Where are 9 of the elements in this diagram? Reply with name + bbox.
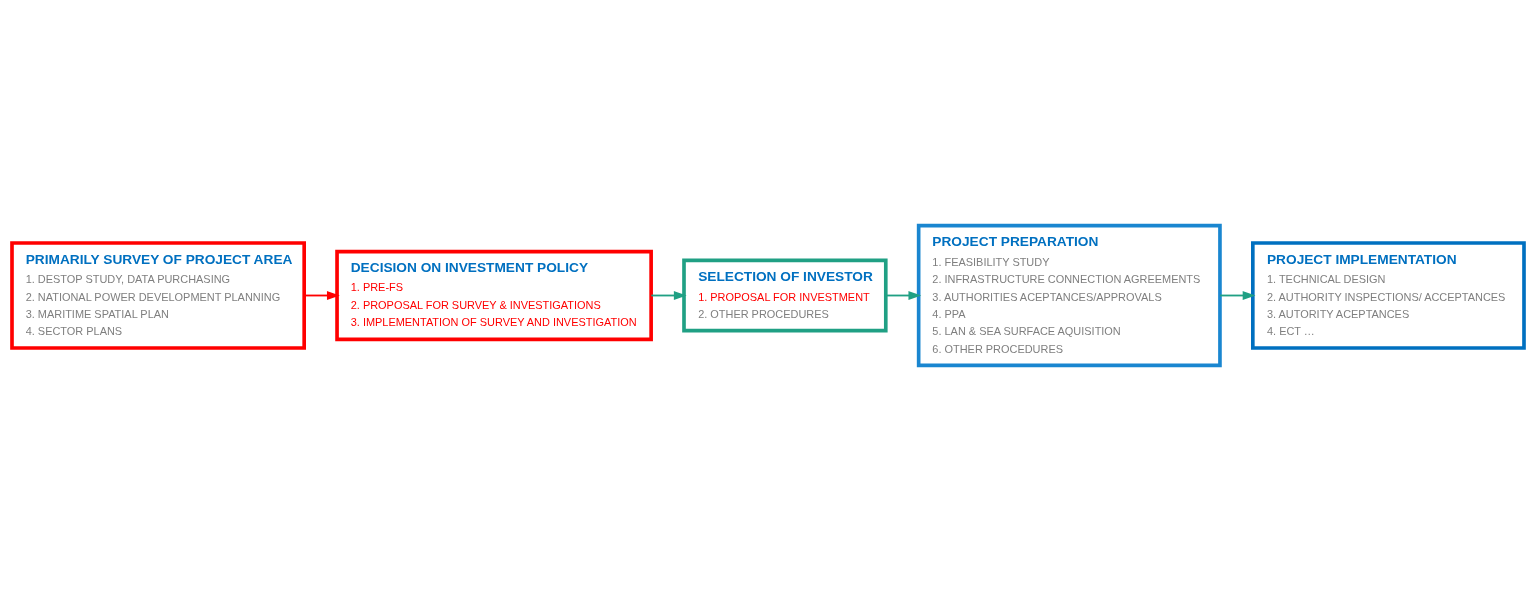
node-box: PRIMARILY SURVEY OF PROJECT AREA 1. DESTOP STUDY, DATA PURCHASING 2. NATIONAL POWER DEVELOPMENT PLANNING 3. MARITIME SPATIAL PLAN 4. SECTOR PLANS <box>10 240 306 350</box>
node-box: PROJECT IMPLEMENTATION 1. TECHNICAL DESIGN 2. AUTHORITY INSPECTIONS/ ACCEPTANCES 3. AUTORITY ACEPTANCES 4. ECT … <box>1251 240 1526 350</box>
arrow <box>650 290 687 300</box>
node-box: DECISION ON INVESTMENT POLICY 1. PRE-FS 2. PROPOSAL FOR SURVEY & INVESTIGATIONS 3. IMPLEMENTATION OF SURVEY AND INVESTIGATION <box>335 249 653 341</box>
arrow <box>303 290 340 300</box>
node-box: SELECTION OF INVESTOR 1. PROPOSAL FOR INVESTMENT 2. OTHER PROCEDURES <box>682 258 888 332</box>
node-box: PROJECT PREPARATION 1. FEASIBILITY STUDY 2. INFRASTRUCTURE CONNECTION AGREEMENTS 3. AUTHORITIES ACEPTANCES/APPROVALS 4. PPA 5. LAN & SEA SURFACE AQUISITION 6. OTHER PROCEDURES <box>916 223 1222 367</box>
arrow <box>1219 290 1256 300</box>
arrow <box>884 290 922 300</box>
